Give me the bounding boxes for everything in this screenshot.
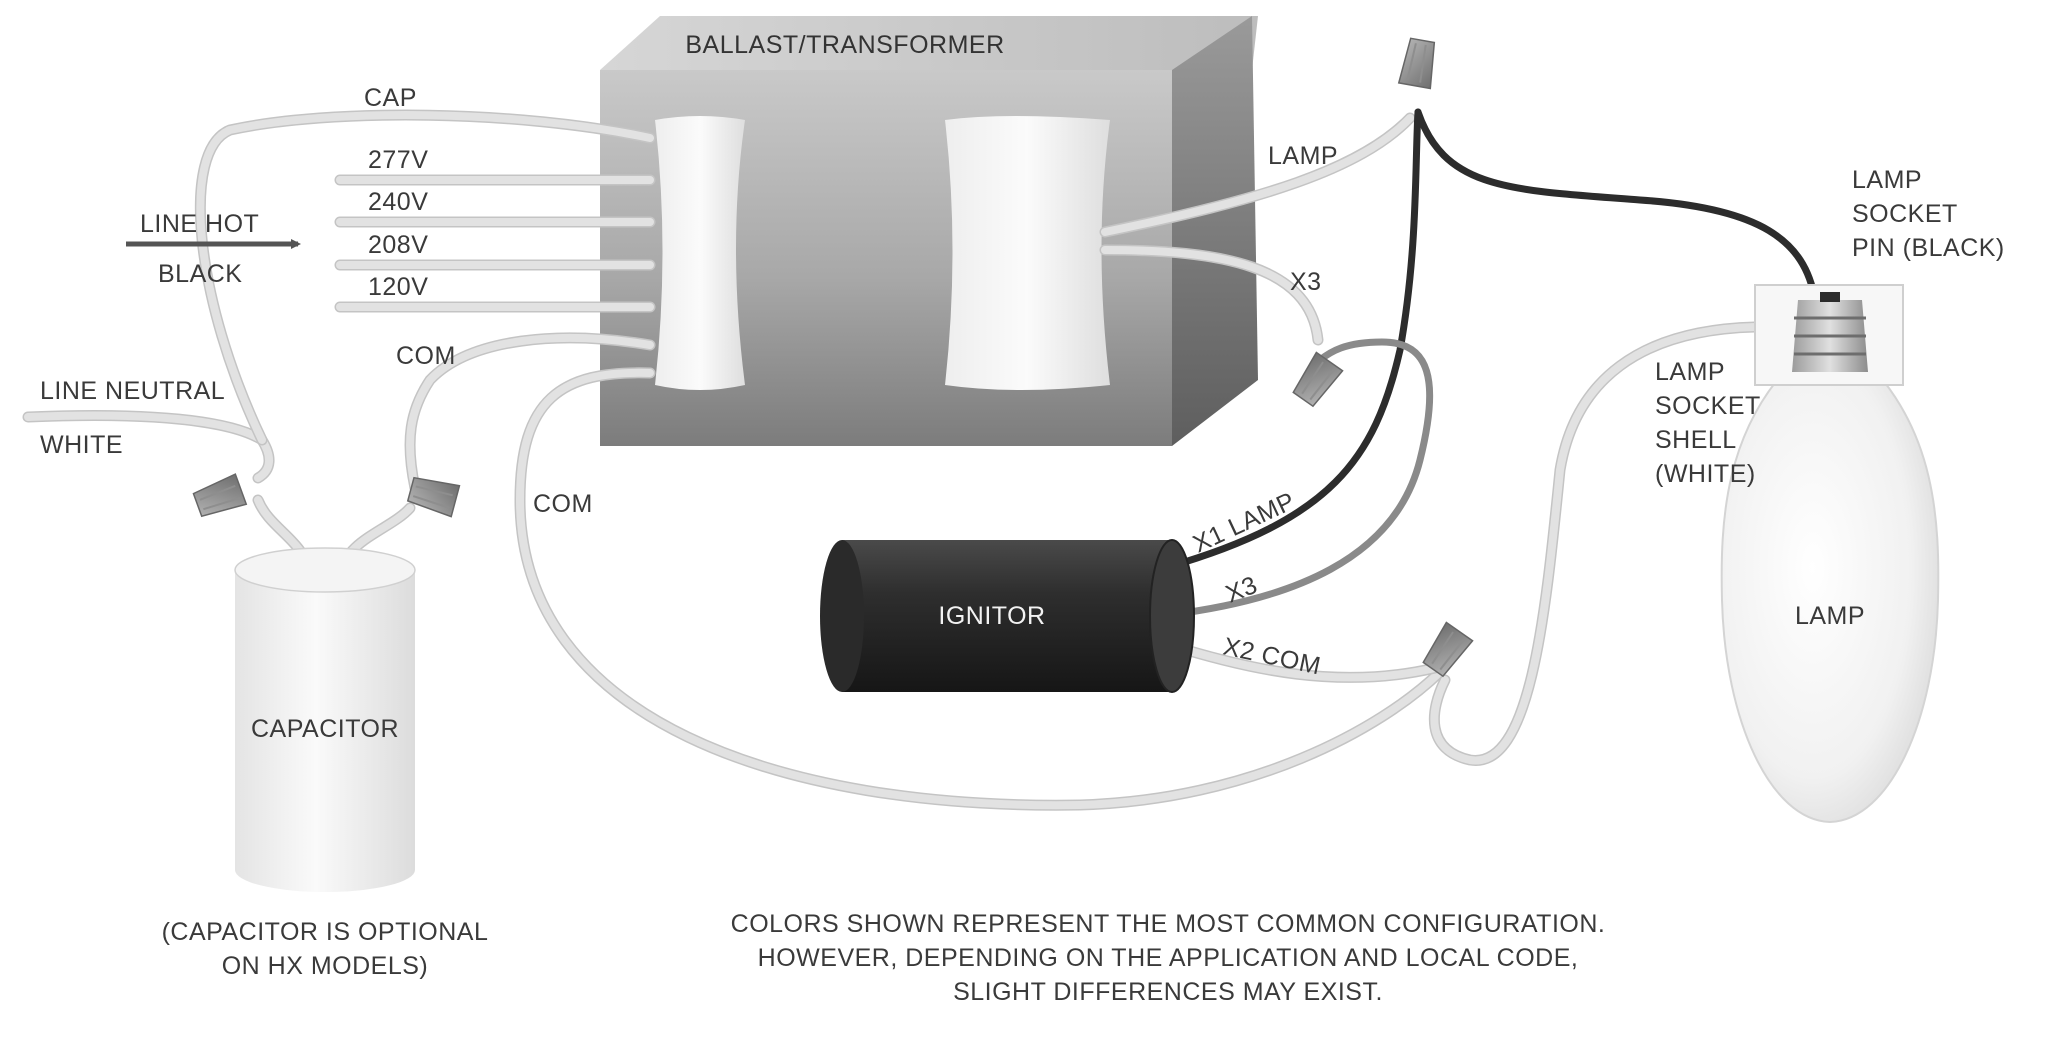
ballast-transformer: BALLAST/TRANSFORMER (600, 16, 1258, 446)
capacitor: CAPACITOR (234, 547, 416, 892)
wire-nut-neutral (192, 473, 248, 518)
ballast-side-face (1172, 16, 1258, 446)
white-wires (22, 109, 1761, 811)
capacitor-label: CAPACITOR (251, 715, 399, 743)
socket-pin-label-line1: LAMP (1852, 166, 1922, 194)
socket-shell-label-line3: SHELL (1655, 426, 1737, 454)
socket-pin-label-line2: SOCKET (1852, 200, 1958, 228)
com-tap-label: COM (396, 342, 456, 370)
wire-lamp-socket-pin (1414, 108, 1819, 304)
wire-x3 (1164, 338, 1434, 619)
socket-shell-label-line2: SOCKET (1655, 392, 1761, 420)
line-hot-label: LINE HOT (140, 210, 259, 238)
x3-tap-label: X3 (1290, 268, 1322, 296)
wire-nut-x3 (1292, 351, 1344, 408)
footnote-line1: COLORS SHOWN REPRESENT THE MOST COMMON C… (731, 910, 1606, 938)
socket-pin-label-line3: PIN (BLACK) (1852, 234, 2005, 262)
lamp-tap-label: LAMP (1268, 142, 1338, 170)
ignitor-body (842, 540, 1172, 692)
capacitor-body (235, 570, 415, 892)
line-neutral-color: WHITE (40, 431, 123, 459)
lamp-bulb (1720, 359, 1940, 824)
tap-240v-label: 240V (368, 188, 428, 216)
ballast-coil-secondary (945, 116, 1110, 390)
tap-120v-label: 120V (368, 273, 428, 301)
wire-nut-lamp (1397, 37, 1436, 90)
ignitor-left-cap (820, 540, 864, 692)
socket-shell-label-line4: (WHITE) (1655, 460, 1756, 488)
wire-nut-com (406, 476, 461, 518)
line-neutral-label: LINE NEUTRAL (40, 377, 225, 405)
lamp-base-pin (1820, 292, 1840, 302)
capacitor-top (234, 547, 416, 593)
ballast-title: BALLAST/TRANSFORMER (685, 31, 1004, 59)
com-lower-label: COM (533, 490, 593, 518)
line-hot-color: BLACK (158, 260, 242, 288)
footnote-line3: SLIGHT DIFFERENCES MAY EXIST. (953, 978, 1383, 1006)
ballast-top-face (600, 16, 1258, 70)
socket-shell-label-line1: LAMP (1655, 358, 1725, 386)
wire-x1-lamp (1164, 108, 1422, 571)
ignitor-label: IGNITOR (938, 602, 1045, 630)
ignitor-right-cap (1149, 539, 1195, 693)
footnote-line2: HOWEVER, DEPENDING ON THE APPLICATION AN… (758, 944, 1579, 972)
lamp-label: LAMP (1795, 602, 1865, 630)
lamp: LAMP (1720, 284, 1940, 824)
capacitor-note-line1: (CAPACITOR IS OPTIONAL (162, 918, 489, 946)
tap-208v-label: 208V (368, 231, 428, 259)
capacitor-note-line2: ON HX MODELS) (222, 952, 429, 980)
tap-277v-label: 277V (368, 146, 428, 174)
cap-tap-label: CAP (364, 84, 417, 112)
wire-nut-x2-com (1422, 621, 1474, 678)
ballast-coil-primary (655, 116, 745, 390)
ignitor: IGNITOR (820, 539, 1195, 693)
